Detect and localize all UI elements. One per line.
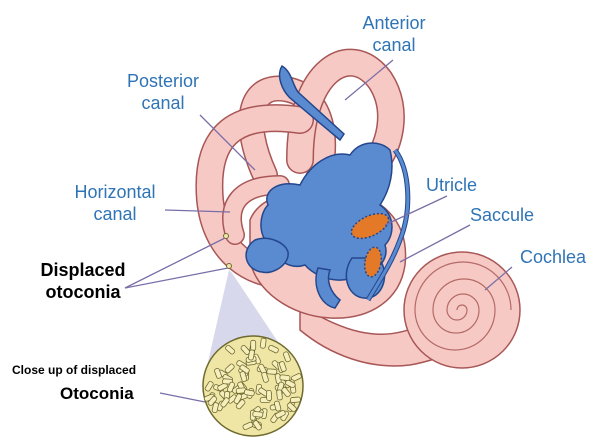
- label-line: Displaced: [18, 259, 148, 281]
- anterior-canal-label: Anterior canal: [344, 12, 444, 56]
- label-line: Horizontal: [55, 181, 175, 203]
- label-line: otoconia: [18, 281, 148, 303]
- posterior-canal-label: Posterior canal: [108, 70, 218, 114]
- otoconia-cluster-icon: [203, 336, 303, 436]
- displaced-otoconia-label: Displaced otoconia: [18, 259, 148, 303]
- otoconia-crystal: [253, 411, 263, 417]
- otoconia-crystal: [280, 375, 290, 381]
- label-line: canal: [55, 203, 175, 225]
- label-line: Posterior: [108, 70, 218, 92]
- saccule-label: Saccule: [470, 204, 534, 226]
- utricle-label: Utricle: [426, 174, 477, 196]
- cochlea-label: Cochlea: [520, 246, 586, 268]
- otoconia-crystal: [251, 340, 256, 350]
- label-line: canal: [108, 92, 218, 114]
- horizontal-canal-label: Horizontal canal: [55, 181, 175, 225]
- otoconia-crystal: [290, 397, 300, 403]
- otoconia-crystal: [267, 369, 277, 375]
- otoconia-crystal: [266, 390, 272, 400]
- closeup-caption: Close up of displaced: [12, 362, 136, 378]
- otoconia-crystal: [276, 390, 282, 400]
- label-line: Anterior: [344, 12, 444, 34]
- otoconia-caption: Otoconia: [60, 383, 134, 405]
- label-line: canal: [344, 34, 444, 56]
- otoconia-crystal: [260, 338, 266, 349]
